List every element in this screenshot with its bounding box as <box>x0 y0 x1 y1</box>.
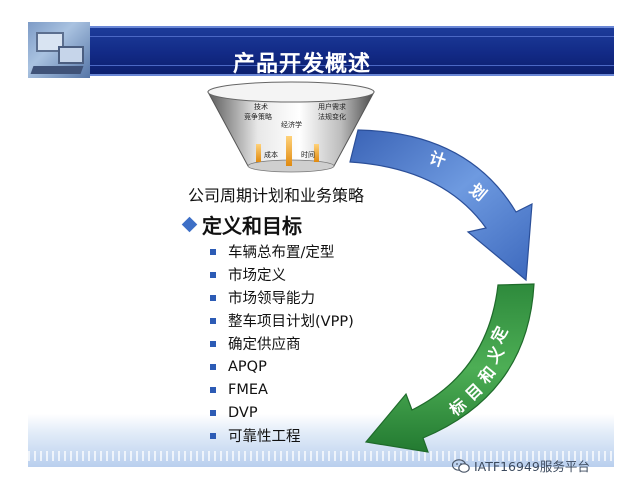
square-bullet-icon <box>210 294 216 301</box>
item-text: 可靠性工程 <box>228 429 301 445</box>
list-item: APQP <box>210 355 354 378</box>
plan-arrow <box>349 129 533 282</box>
square-bullet-icon <box>210 340 216 347</box>
define-arrow <box>364 283 535 453</box>
list-item: DVP <box>210 401 354 424</box>
list-item: FMEA <box>210 378 354 401</box>
item-text: 整车项目计划(VPP) <box>228 314 354 330</box>
item-text: 确定供应商 <box>228 337 301 353</box>
funnel-label: 技术 <box>254 103 268 111</box>
computer-photo <box>28 22 90 78</box>
company-plan-text: 公司周期计划和业务策略 <box>188 186 365 205</box>
slide-header <box>28 22 614 84</box>
square-bullet-icon <box>210 409 216 416</box>
slide: 产品开发概述 <box>28 22 614 467</box>
wechat-icon <box>452 458 470 473</box>
list-item: 整车项目计划(VPP) <box>210 309 354 332</box>
bottom-decoration <box>28 414 614 467</box>
funnel-label: 竞争策略 <box>244 113 272 121</box>
section-heading: 定义和目标 <box>180 210 302 239</box>
funnel-label: 成本 <box>264 151 278 159</box>
title-bar <box>90 26 614 76</box>
square-bullet-icon <box>210 248 216 255</box>
square-bullet-icon <box>210 271 216 278</box>
watermark: IATF16949服务平台 <box>452 456 590 475</box>
square-bullet-icon <box>210 432 216 439</box>
square-bullet-icon <box>210 386 216 393</box>
diamond-bullet-icon <box>181 216 198 233</box>
square-bullet-icon <box>210 363 216 370</box>
item-text: FMEA <box>228 381 268 398</box>
funnel-label: 时间 <box>301 151 315 159</box>
item-list: 车辆总布置/定型 市场定义 市场领导能力 整车项目计划(VPP) 确定供应商 A… <box>210 240 354 447</box>
list-item: 可靠性工程 <box>210 424 354 447</box>
heading-text: 定义和目标 <box>202 214 302 238</box>
item-text: APQP <box>228 358 267 375</box>
list-item: 确定供应商 <box>210 332 354 355</box>
item-text: 车辆总布置/定型 <box>228 245 335 261</box>
page-title: 产品开发概述 <box>233 52 372 77</box>
item-text: 市场定义 <box>228 268 286 284</box>
list-item: 车辆总布置/定型 <box>210 240 354 263</box>
funnel-shape <box>207 81 375 173</box>
list-item: 市场定义 <box>210 263 354 286</box>
funnel-label: 经济学 <box>281 121 302 129</box>
funnel-diagram: 技术 竞争策略 用户需求 法规变化 经济学 成本 时间 <box>206 80 376 180</box>
process-arrows <box>349 129 535 453</box>
square-bullet-icon <box>210 317 216 324</box>
item-text: DVP <box>228 404 258 421</box>
item-text: 市场领导能力 <box>228 291 315 307</box>
watermark-text: IATF16949服务平台 <box>474 459 590 474</box>
list-item: 市场领导能力 <box>210 286 354 309</box>
funnel-label: 法规变化 <box>318 113 346 121</box>
funnel-label: 用户需求 <box>318 103 346 111</box>
